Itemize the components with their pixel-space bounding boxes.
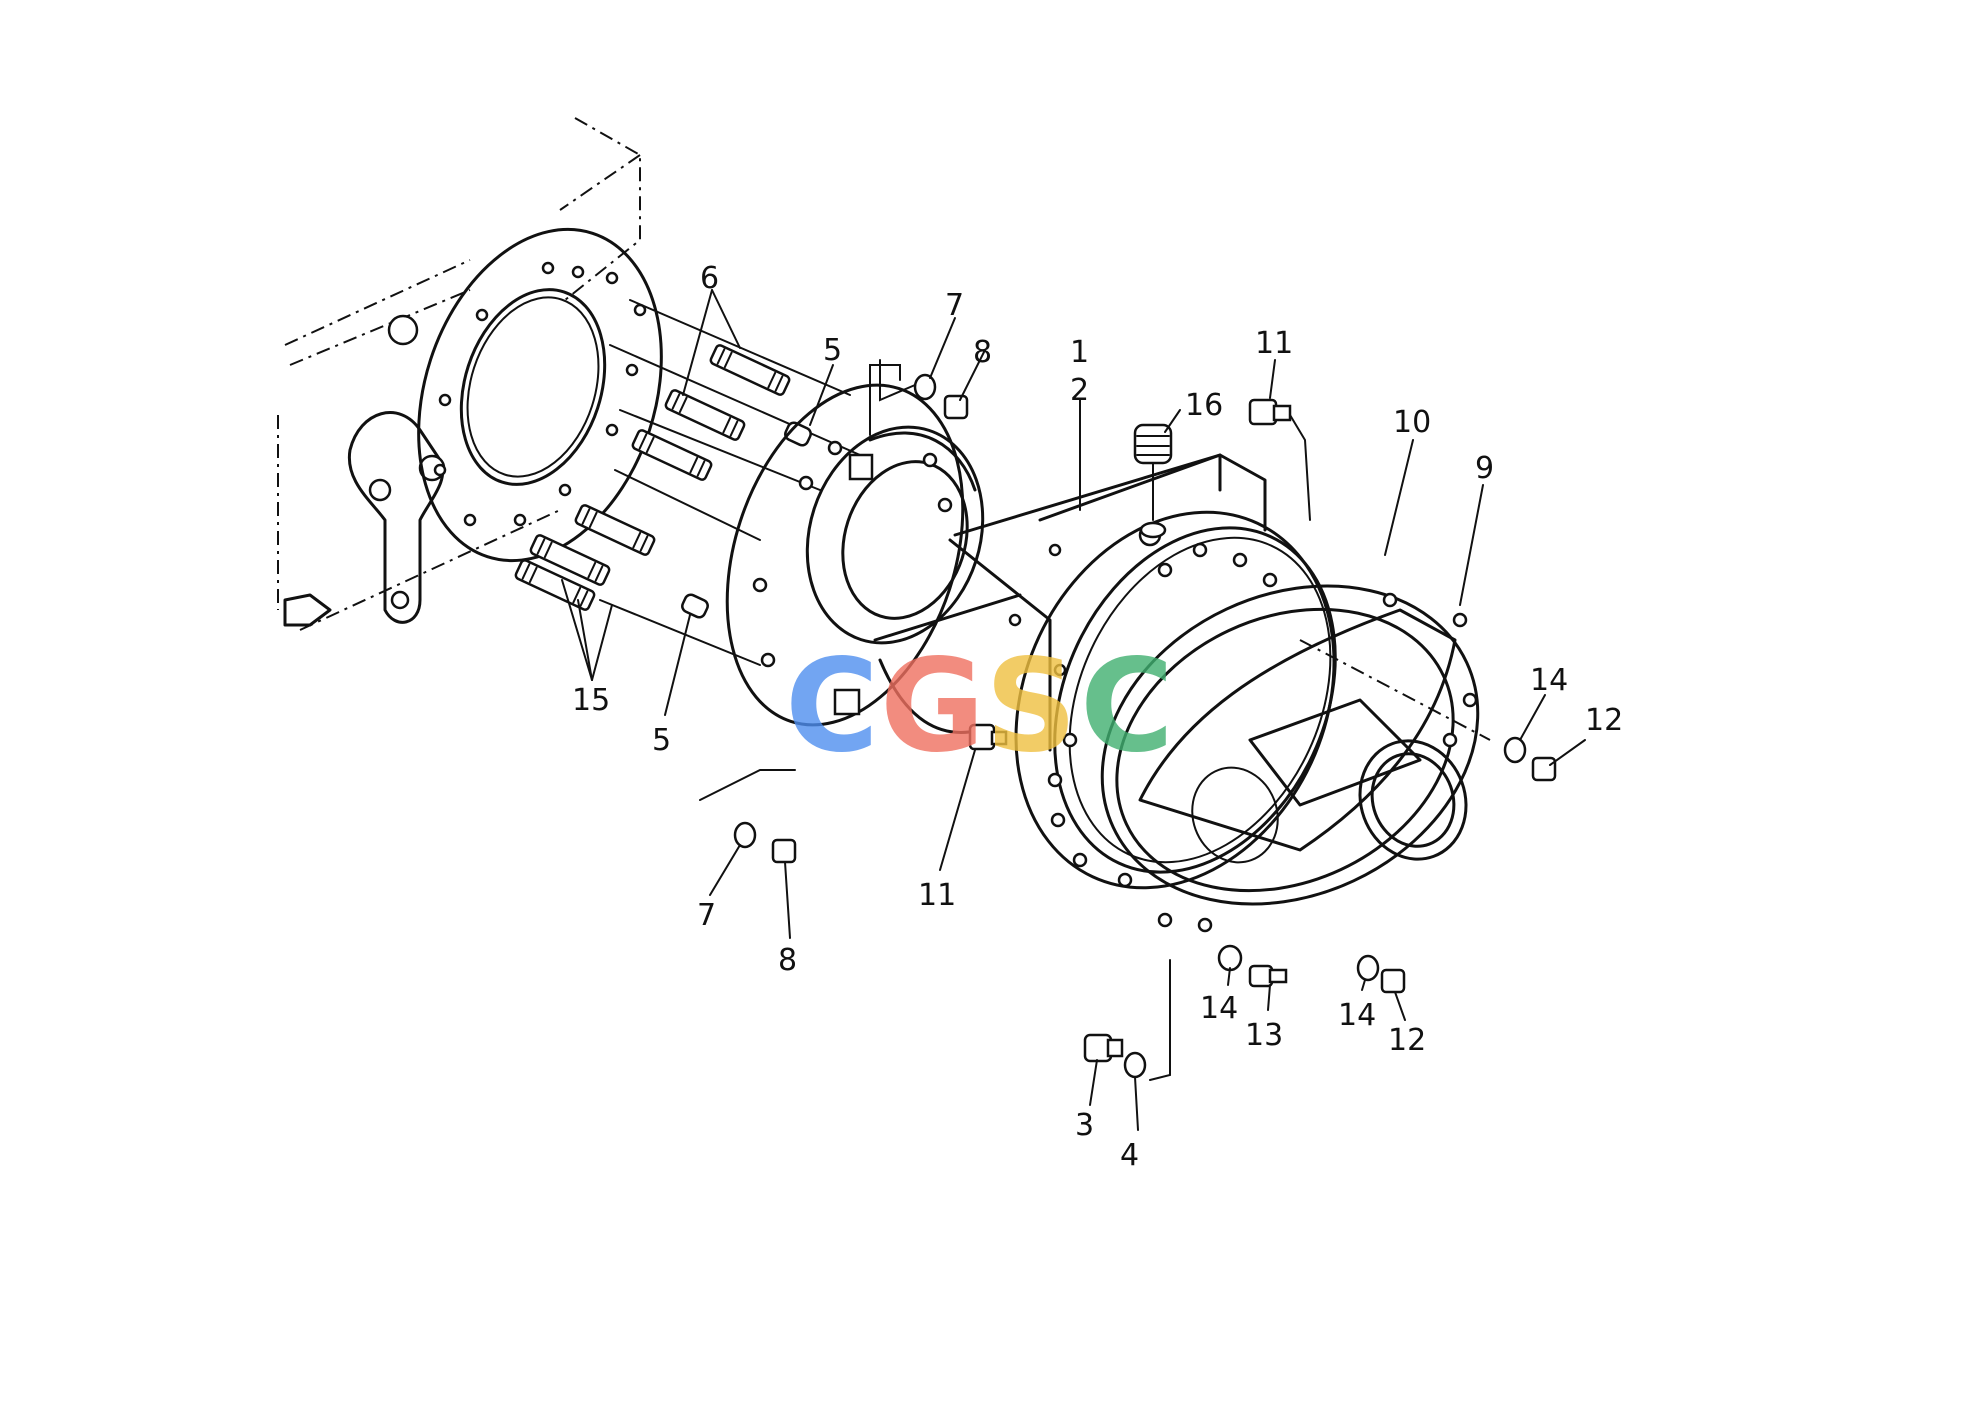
watermark-letter: C [785, 632, 879, 781]
watermark-letter: G [880, 632, 985, 781]
stud [574, 504, 656, 556]
bolt-shank [990, 730, 1008, 746]
callout-4: 4 [1120, 1138, 1139, 1173]
callouts: 6 5 7 8 1 2 16 11 10 9 14 12 15 5 7 8 11… [572, 261, 1623, 1173]
bolt-shank [1272, 404, 1292, 422]
watermark-logo: C G S C [785, 632, 1174, 781]
axle-housing [725, 364, 1267, 752]
washer [1217, 944, 1243, 972]
washer [913, 373, 937, 401]
nut [943, 394, 969, 420]
callout-16: 16 [1185, 388, 1223, 423]
carrier-gasket [1014, 510, 1337, 890]
bolt-shank [1268, 968, 1288, 984]
callout-14-right: 14 [1530, 663, 1568, 698]
callout-7-bottom: 7 [697, 898, 716, 933]
bolt [1248, 398, 1278, 426]
callout-14-bottom: 14 [1200, 991, 1238, 1026]
stud [529, 534, 611, 586]
callout-8-top: 8 [973, 335, 992, 370]
callout-1: 1 [1070, 335, 1089, 370]
breather-plug [1133, 423, 1173, 539]
washer [1356, 954, 1380, 982]
nut-body [1106, 1038, 1124, 1058]
callout-15: 15 [572, 683, 610, 718]
callout-3: 3 [1075, 1108, 1094, 1143]
callout-10: 10 [1393, 405, 1431, 440]
final-drive-cover [1100, 584, 1491, 933]
callout-11-bottom: 11 [918, 878, 956, 913]
nut [771, 838, 797, 864]
callout-5-top: 5 [823, 333, 842, 368]
washer [1123, 1051, 1147, 1079]
gasket-plate [417, 227, 663, 563]
studs [514, 299, 861, 666]
dowel-pins [681, 421, 812, 619]
bolt [1248, 964, 1274, 988]
callout-11-top: 11 [1255, 326, 1293, 361]
callout-8-bottom: 8 [778, 943, 797, 978]
callout-12-right: 12 [1585, 703, 1623, 738]
leader-lines [561, 289, 1586, 1131]
transmission-housing [277, 117, 641, 631]
washer [733, 821, 757, 849]
callout-6: 6 [700, 261, 719, 296]
callout-9: 9 [1475, 451, 1494, 486]
stud [709, 344, 791, 396]
callout-14-bottom-right: 14 [1338, 998, 1376, 1033]
bracket-arm [347, 314, 446, 624]
watermark-letter: S [985, 632, 1077, 781]
callout-7-top: 7 [945, 288, 964, 323]
callout-12-bottom: 12 [1388, 1023, 1426, 1058]
callout-5-bottom: 5 [652, 723, 671, 758]
stud [514, 559, 596, 611]
fasteners [699, 359, 1557, 1081]
nut [1531, 756, 1557, 782]
stud [631, 429, 713, 481]
nut [1380, 968, 1406, 994]
watermark-letter: C [1080, 632, 1174, 781]
callout-2: 2 [1070, 373, 1089, 408]
washer [1503, 736, 1527, 764]
callout-13: 13 [1245, 1018, 1283, 1053]
stud [664, 389, 746, 441]
